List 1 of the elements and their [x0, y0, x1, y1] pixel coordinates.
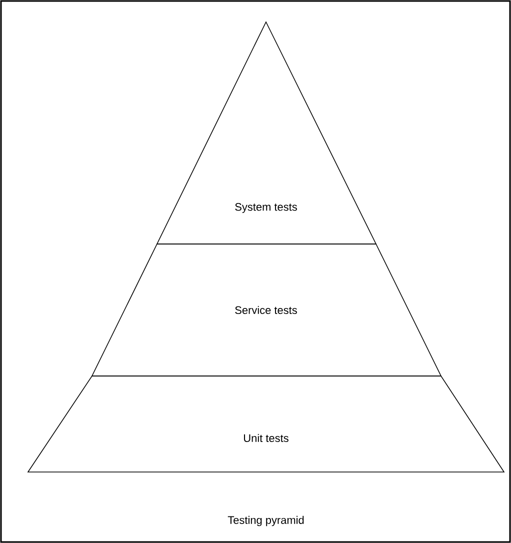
caption: Testing pyramid: [228, 516, 304, 526]
